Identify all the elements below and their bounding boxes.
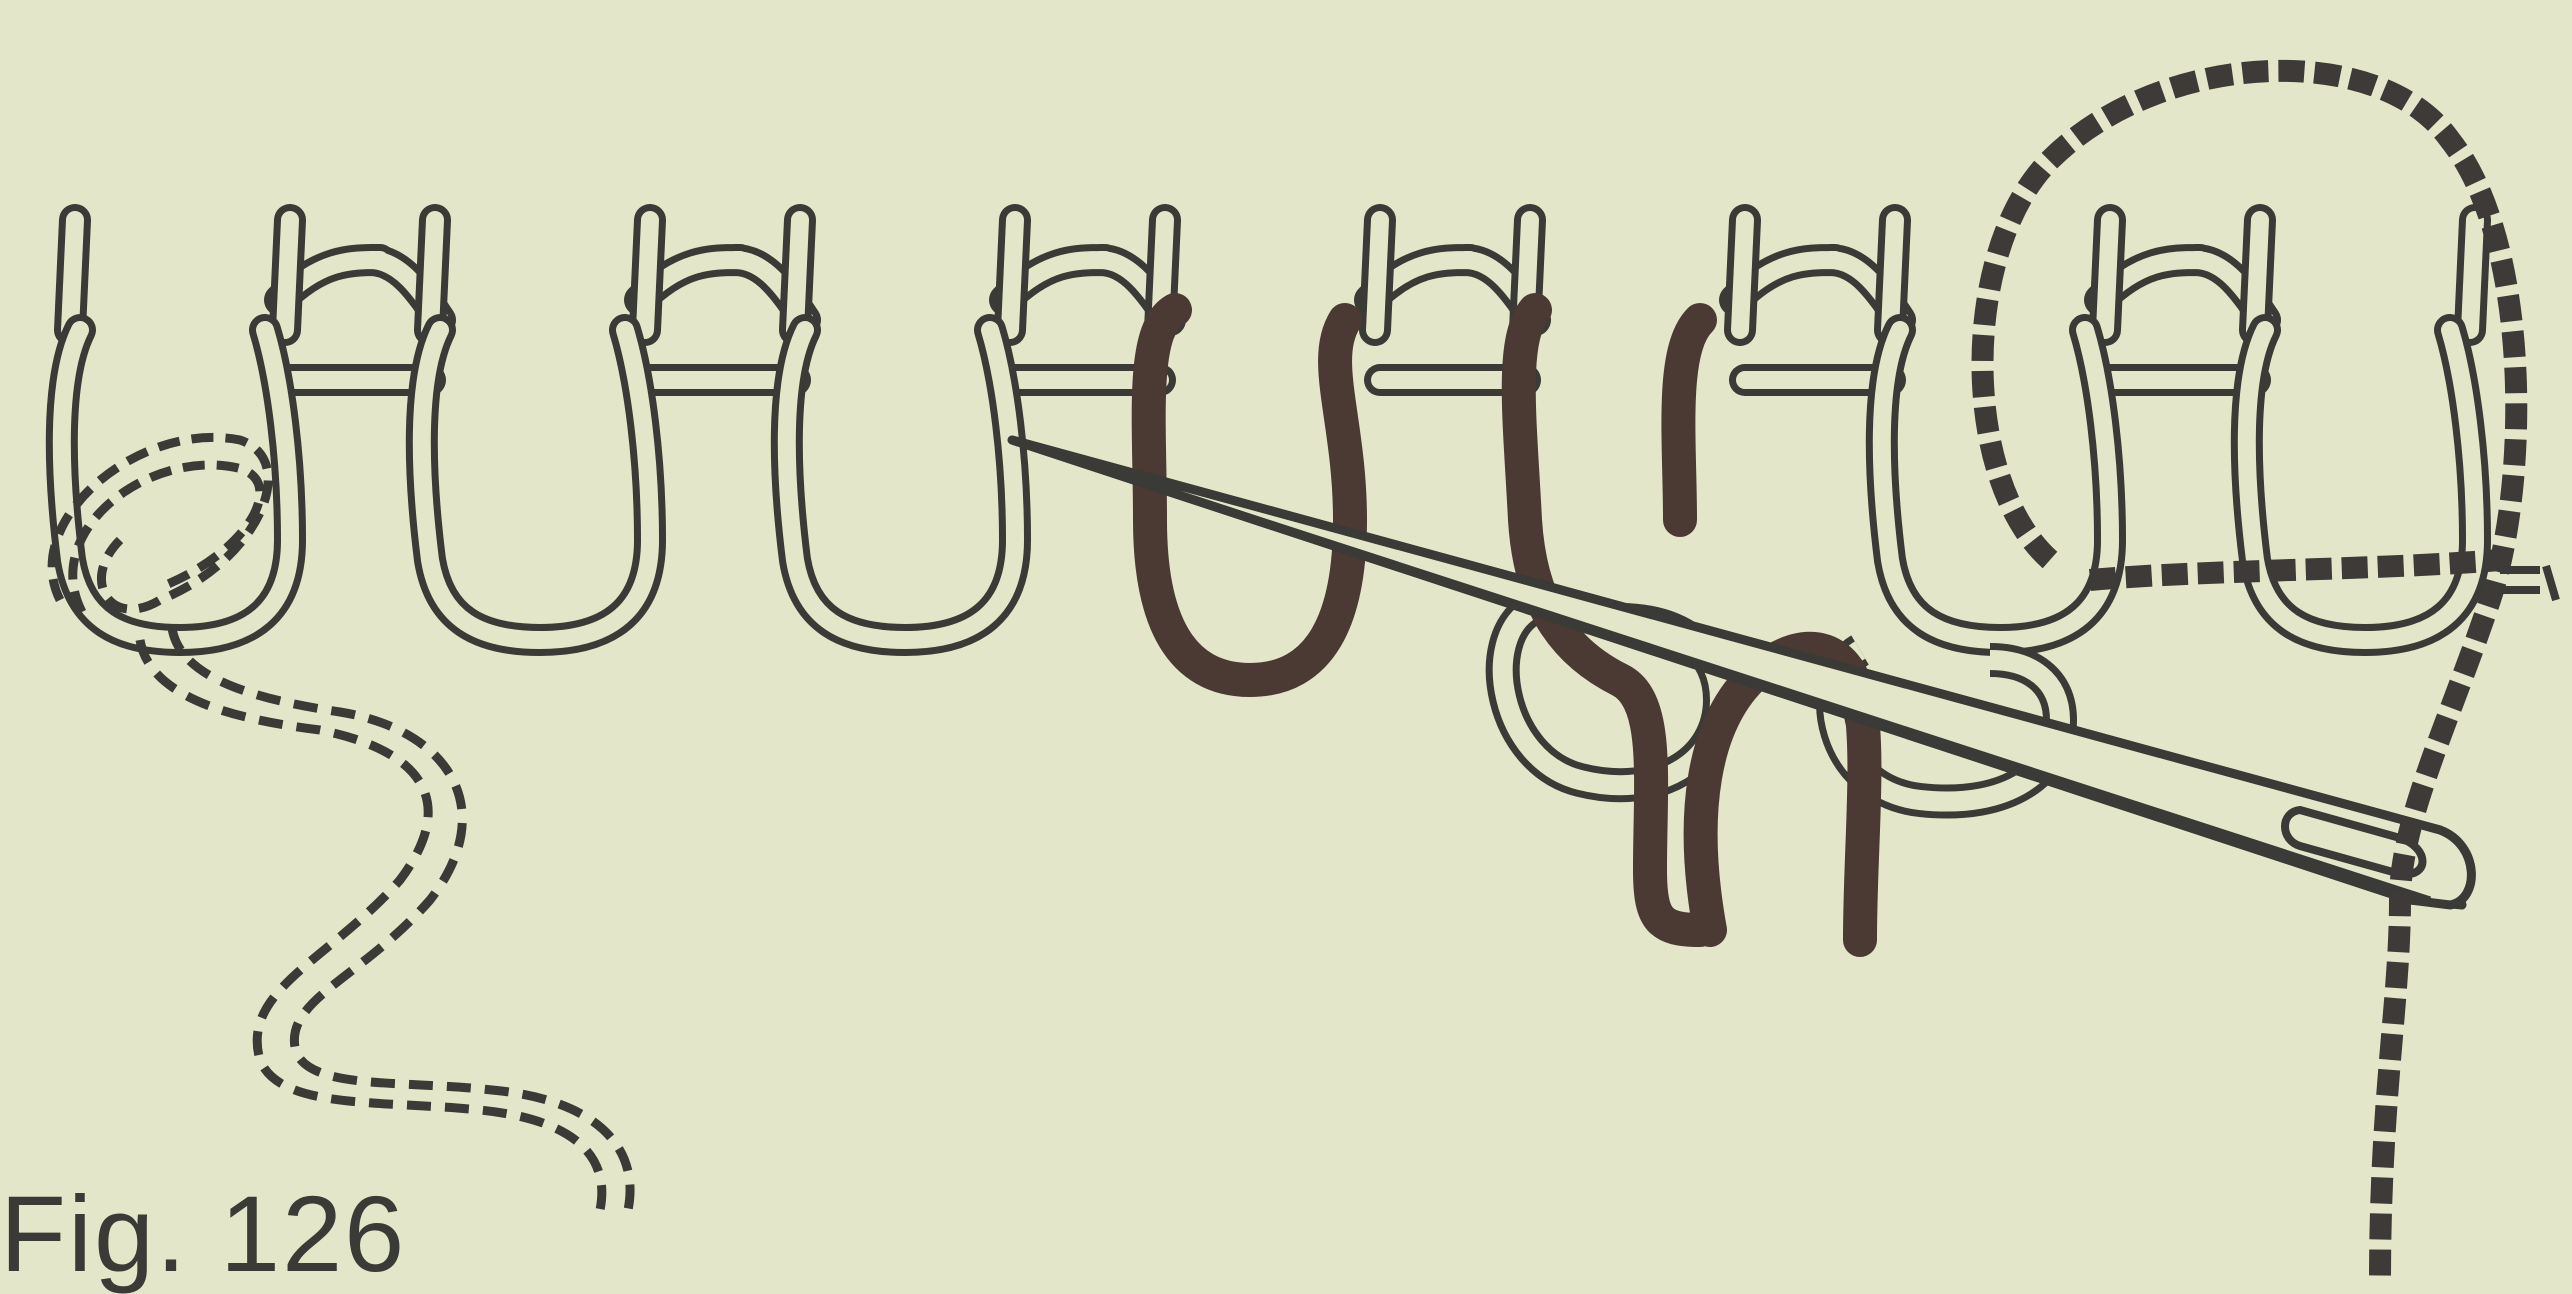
yarn-cross-strand: [2090, 560, 2500, 580]
loop-leg-left-inner: [2255, 220, 2260, 330]
loop-leg-left-inner: [1890, 220, 1895, 330]
loop-leg-left-inner: [795, 220, 800, 330]
loop-leg-right-inner: [1010, 220, 1015, 330]
connecting-bars: [280, 260, 2265, 380]
loop-leg-right-inner: [1740, 220, 1745, 330]
loop-leg-right-inner: [285, 220, 290, 330]
knit-loop: [2247, 330, 2475, 640]
loop-leg-left-inner: [70, 220, 75, 330]
dashed-loose-yarn-end: [52, 437, 630, 1210]
loop-leg-left-inner: [430, 220, 435, 330]
figure-caption: Fig. 126: [0, 1180, 406, 1288]
knit-loop: [787, 330, 1015, 640]
right-edge-thread: [2500, 566, 2556, 600]
knit-loop: [422, 330, 650, 640]
loop-leg-right-inner: [645, 220, 650, 330]
loop-leg-right-inner: [2105, 220, 2110, 330]
loop-leg-right-inner: [1375, 220, 1380, 330]
loop-leg-right-inner: [2470, 220, 2475, 330]
